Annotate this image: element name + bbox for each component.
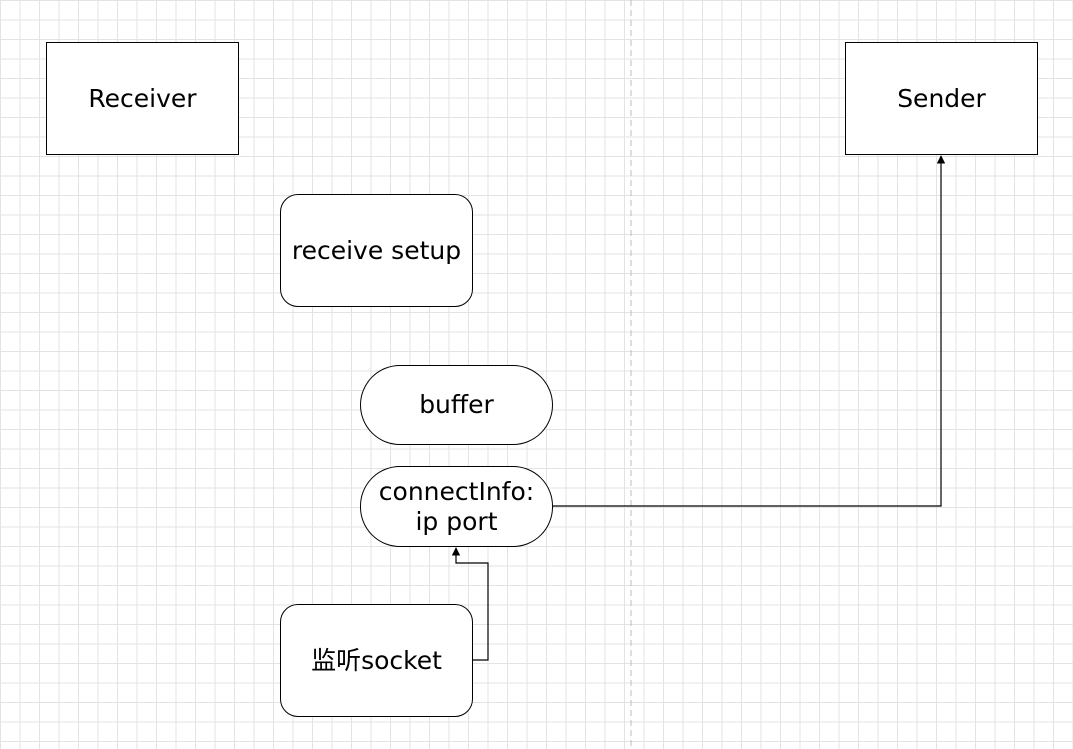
connect-info-label-line1: connectInfo: (378, 476, 535, 506)
receive-setup-label: receive setup (291, 235, 462, 265)
edge-socket-to-connectinfo (451, 547, 489, 661)
receiver-box[interactable]: Receiver (46, 42, 239, 155)
connect-info-box[interactable]: connectInfo: ip port (360, 466, 553, 547)
receiver-label: Receiver (88, 83, 197, 113)
sender-box[interactable]: Sender (845, 42, 1038, 155)
connect-info-label-line2: ip port (415, 506, 498, 536)
listen-socket-label: 监听socket (311, 645, 442, 675)
sender-label: Sender (897, 83, 986, 113)
receive-setup-box[interactable]: receive setup (280, 194, 473, 307)
edge-connectinfo-to-sender (553, 155, 946, 507)
buffer-box[interactable]: buffer (360, 365, 553, 445)
listen-socket-box[interactable]: 监听socket (280, 604, 473, 717)
buffer-label: buffer (419, 390, 494, 419)
